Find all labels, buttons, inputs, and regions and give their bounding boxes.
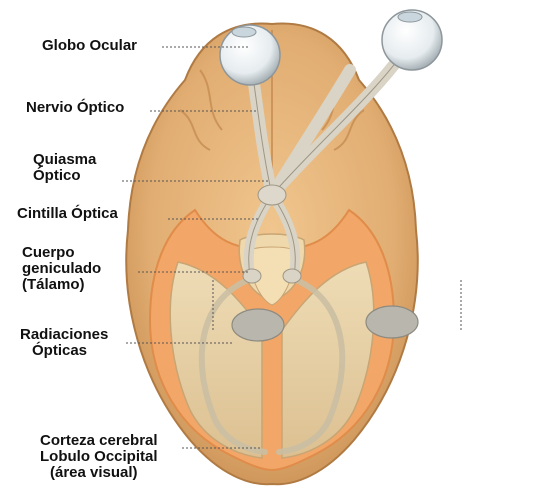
label-cuerpo-line2: geniculado (22, 261, 101, 276)
label-cintilla-optica: Cintilla Óptica (17, 206, 118, 221)
label-corteza-line1: Corteza cerebral (40, 433, 158, 448)
label-radiaciones-line1: Radiaciones (20, 327, 108, 342)
right-geniculate-body (283, 269, 301, 283)
left-geniculate-body (243, 269, 261, 283)
label-radiaciones-line2: Ópticas (32, 343, 87, 358)
label-cuerpo-line3: (Tálamo) (22, 277, 85, 292)
label-nervio-optico: Nervio Óptico (26, 100, 124, 115)
optic-chiasm (258, 185, 286, 205)
right-ventricle (366, 306, 418, 338)
label-corteza-line2: Lobulo Occipital (40, 449, 158, 464)
label-corteza-line3: (área visual) (50, 465, 138, 480)
label-globo-ocular: Globo Ocular (42, 38, 137, 53)
label-cuerpo-line1: Cuerpo (22, 245, 75, 260)
left-ventricle (232, 309, 284, 341)
left-eyeball (220, 25, 280, 85)
label-quiasma-line2: Óptico (33, 168, 81, 183)
label-quiasma-line1: Quiasma (33, 152, 96, 167)
right-eyeball (382, 10, 442, 70)
